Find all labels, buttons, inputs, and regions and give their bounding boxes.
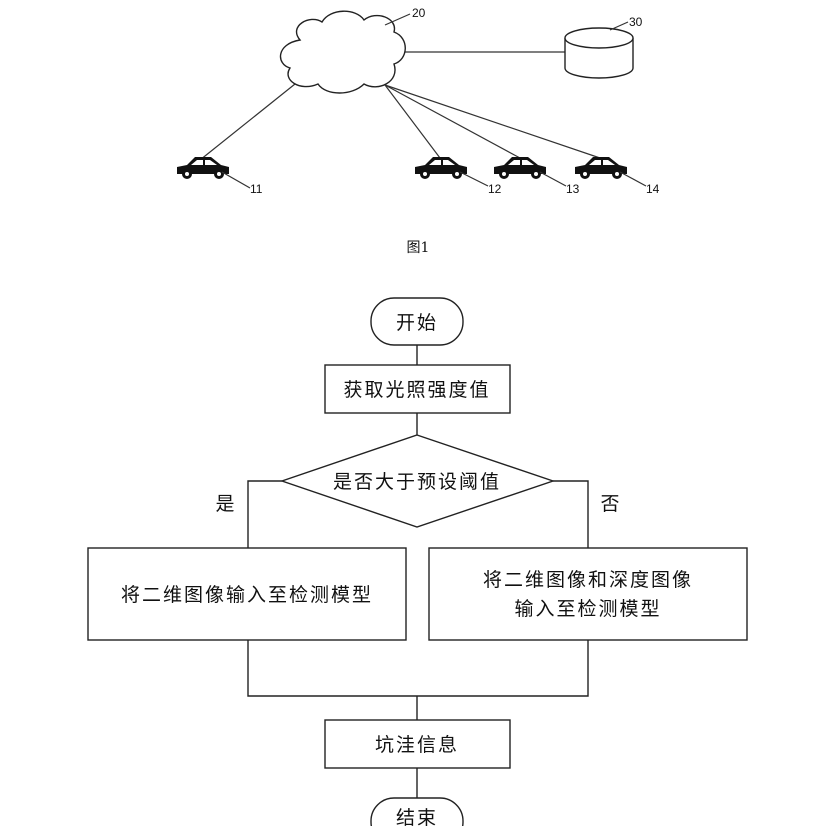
- start-label: 开始: [396, 312, 438, 334]
- figure-1-caption: 图1: [407, 240, 430, 256]
- decision-threshold-label: 是否大于预设阈值: [333, 471, 501, 493]
- link-cloud-car-14: [384, 84, 601, 159]
- figure-1: 20 30 11 12: [177, 6, 660, 256]
- decision-threshold: [279, 434, 556, 528]
- car-icon-14: [575, 157, 627, 179]
- no-branch-label: 否: [600, 493, 621, 515]
- end-terminal: [370, 797, 464, 826]
- step-2d-depth-to-model-label-line1: 将二维图像和深度图像: [483, 569, 693, 591]
- start-terminal: [370, 297, 464, 346]
- flowchart: 开始 获取光照强度值 是否大于预设阈值 是 否 将二维图像输入至检测模型 将二维…: [87, 297, 748, 826]
- link-cloud-car-12: [384, 84, 441, 159]
- car-13-leader-line: [539, 171, 567, 187]
- cloud-label: 20: [412, 6, 426, 20]
- car-12-leader-line: [459, 171, 489, 187]
- yes-branch-label: 是: [215, 493, 236, 515]
- cloud-icon: [279, 10, 406, 94]
- connector-decision-no: [553, 480, 589, 548]
- connector-decision-yes: [247, 480, 282, 548]
- car-icon-11: [177, 157, 229, 179]
- step-2d-to-model-label: 将二维图像输入至检测模型: [121, 584, 373, 606]
- database-label: 30: [629, 15, 643, 29]
- step-get-light-intensity: [324, 364, 511, 414]
- car-12-label: 12: [488, 182, 502, 196]
- database-leader-line: [609, 21, 629, 31]
- car-11-leader-line: [221, 171, 251, 189]
- connector-merge: [247, 640, 589, 697]
- step-pothole-info-label: 坑洼信息: [375, 734, 459, 756]
- car-icon-13: [494, 157, 546, 179]
- link-cloud-car-13: [384, 84, 521, 159]
- database-icon: [564, 27, 634, 79]
- car-icon-12: [415, 157, 467, 179]
- link-cloud-car-11: [199, 79, 301, 161]
- car-13-label: 13: [566, 182, 580, 196]
- step-2d-to-model: [87, 547, 407, 641]
- step-2d-depth-to-model-label-line2: 输入至检测模型: [514, 598, 661, 620]
- step-get-light-intensity-label: 获取光照强度值: [343, 379, 490, 401]
- car-14-label: 14: [646, 182, 660, 196]
- car-11-label: 11: [250, 182, 263, 196]
- cloud-leader-line: [384, 13, 411, 26]
- car-14-leader-line: [619, 171, 647, 187]
- step-2d-depth-to-model: [428, 547, 748, 641]
- step-pothole-info: [324, 719, 511, 769]
- end-label: 结束: [396, 807, 438, 826]
